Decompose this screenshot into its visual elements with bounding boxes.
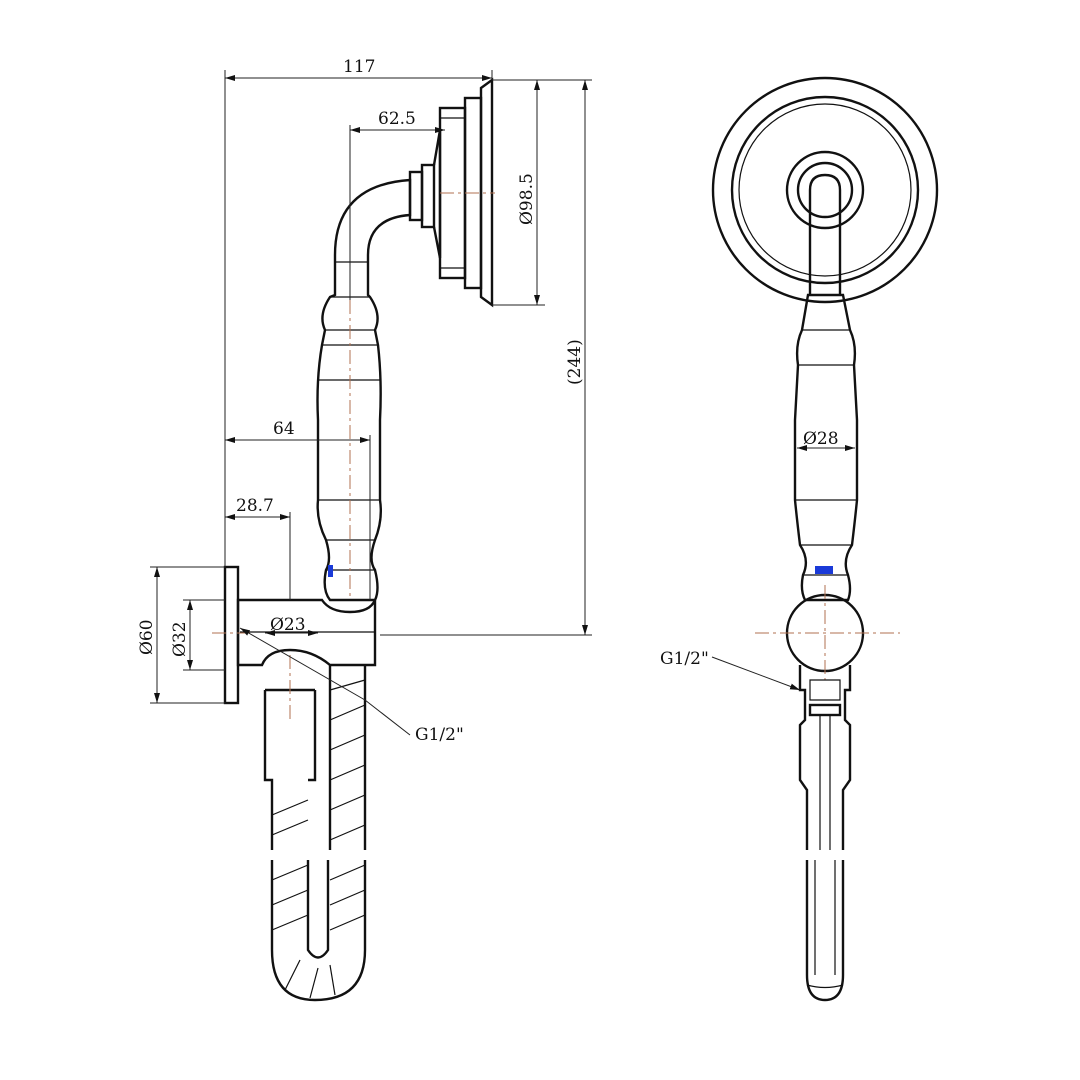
handle bbox=[316, 255, 383, 602]
dim-98-5: Ø98.5 bbox=[517, 173, 537, 225]
side-view: 117 62.5 Ø98.5 (244) 64 28.7 Ø60 Ø32 Ø23… bbox=[137, 57, 592, 1002]
front-neck bbox=[808, 173, 842, 295]
dim-244: (244) bbox=[565, 339, 585, 385]
centerlines bbox=[212, 192, 495, 720]
wall-plate bbox=[223, 565, 240, 705]
dim-60: Ø60 bbox=[137, 619, 157, 655]
hose bbox=[263, 665, 367, 1002]
thread-label-side: G1/2" bbox=[415, 725, 464, 745]
neck bbox=[333, 163, 436, 263]
dimensions: 117 62.5 Ø98.5 (244) 64 28.7 Ø60 Ø32 Ø23… bbox=[137, 57, 592, 745]
dim-62-5: 62.5 bbox=[378, 109, 416, 129]
thread-label-front: G1/2" bbox=[660, 649, 709, 669]
dim-23: Ø23 bbox=[270, 615, 306, 635]
marker bbox=[815, 566, 833, 574]
front-holder bbox=[755, 585, 900, 680]
front-handle bbox=[793, 293, 859, 602]
marker bbox=[328, 565, 333, 577]
shower-head-face bbox=[711, 76, 939, 304]
front-view: Ø28 G1/2" bbox=[660, 76, 939, 1002]
dim-64: 64 bbox=[273, 419, 295, 439]
dim-32: Ø32 bbox=[170, 621, 190, 657]
dim-28-7: 28.7 bbox=[236, 496, 274, 516]
front-hose bbox=[798, 665, 852, 1002]
front-dimensions: Ø28 G1/2" bbox=[660, 429, 855, 691]
dim-28: Ø28 bbox=[803, 429, 839, 449]
dim-117: 117 bbox=[343, 57, 375, 77]
